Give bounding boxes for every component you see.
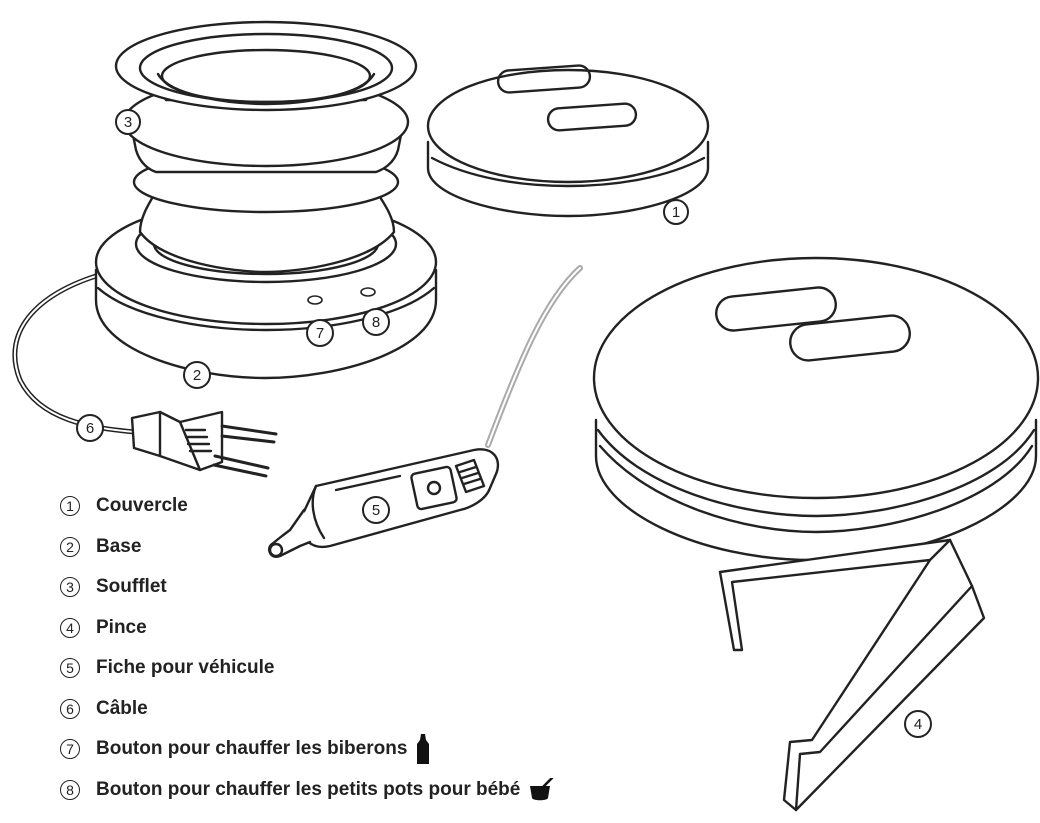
svg-text:1: 1 [672, 204, 680, 221]
legend-item: 5 Fiche pour véhicule [60, 648, 554, 689]
car-cable [485, 265, 583, 448]
callout-3: 3 [115, 109, 141, 135]
small-lid [426, 64, 710, 218]
legend-item: 3 Soufflet [60, 567, 554, 608]
svg-text:8: 8 [372, 314, 380, 331]
callout-7: 7 [306, 319, 334, 347]
callout-1: 1 [663, 199, 689, 225]
legend: 1 Couvercle 2 Base 3 Soufflet 4 Pince 5 … [60, 486, 554, 810]
legend-number: 7 [60, 739, 80, 760]
callout-4: 4 [904, 710, 932, 738]
legend-label: Base [96, 535, 142, 557]
callout-5: 5 [362, 496, 390, 524]
legend-number: 8 [60, 779, 80, 800]
legend-number: 3 [60, 577, 80, 598]
svg-text:2: 2 [193, 367, 201, 384]
legend-label: Bouton pour chauffer les biberons [96, 738, 408, 760]
svg-text:6: 6 [86, 420, 94, 437]
legend-item: 7 Bouton pour chauffer les biberons [60, 729, 554, 770]
legend-item: 6 Câble [60, 689, 554, 730]
power-plug [130, 410, 278, 478]
bellows [114, 20, 418, 274]
baby-bottle-icon [417, 734, 430, 765]
legend-label: Soufflet [96, 576, 167, 598]
legend-item: 1 Couvercle [60, 486, 554, 527]
callout-6: 6 [76, 414, 104, 442]
legend-label: Bouton pour chauffer les petits pots pou… [96, 778, 521, 800]
callout-2: 2 [183, 361, 211, 389]
legend-number: 6 [60, 698, 80, 719]
callout-8: 8 [362, 308, 390, 336]
legend-item: 8 Bouton pour chauffer les petits pots p… [60, 770, 554, 811]
legend-item: 2 Base [60, 527, 554, 568]
legend-label: Câble [96, 697, 148, 719]
legend-label: Couvercle [96, 495, 188, 517]
baby-food-jar-icon [530, 777, 554, 800]
legend-number: 1 [60, 496, 80, 517]
legend-item: 4 Pince [60, 608, 554, 649]
legend-number: 4 [60, 617, 80, 638]
legend-label: Pince [96, 616, 147, 638]
legend-number: 5 [60, 658, 80, 679]
car-plug [268, 448, 500, 558]
svg-text:7: 7 [316, 325, 324, 342]
legend-number: 2 [60, 536, 80, 557]
svg-text:5: 5 [372, 502, 380, 519]
svg-text:3: 3 [124, 114, 132, 131]
svg-text:4: 4 [914, 716, 922, 733]
big-lid-with-clip [592, 256, 1040, 812]
legend-label: Fiche pour véhicule [96, 657, 275, 679]
